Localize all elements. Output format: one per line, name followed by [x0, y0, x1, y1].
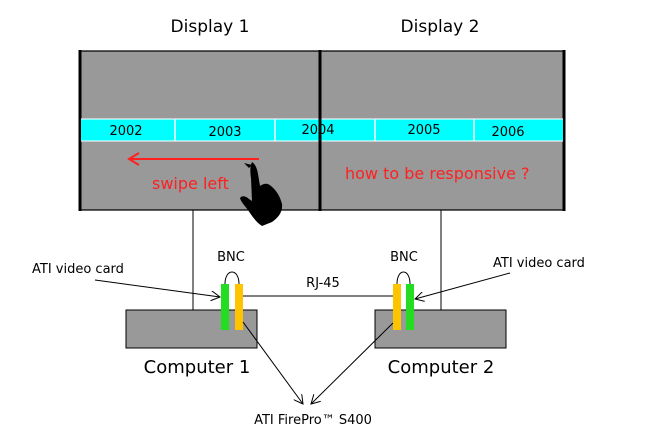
computer-1-video-card — [221, 284, 229, 330]
firepro-label: ATI FirePro™ S400 — [254, 413, 372, 428]
computer-1-firepro-card — [235, 284, 243, 330]
video-card-pointer-right — [415, 272, 511, 299]
computer-1-bnc-loop — [224, 271, 240, 285]
timeline-background — [81, 119, 563, 141]
firepro-pointer-left — [242, 321, 303, 404]
hand-pointer-icon — [240, 162, 283, 226]
responsive-question: how to be responsive ? — [345, 164, 530, 183]
swipe-left-label: swipe left — [152, 174, 229, 193]
rj45-label: RJ-45 — [306, 276, 340, 291]
timeline-year[interactable]: 2003 — [208, 125, 241, 140]
timeline-year[interactable]: 2004 — [301, 123, 334, 138]
firepro-pointer-right — [311, 322, 394, 404]
timeline-strip[interactable]: 2002 2003 2004 2005 2006 — [81, 118, 563, 142]
video-card-label-left: ATI video card — [32, 262, 124, 277]
video-card-label-right: ATI video card — [493, 256, 585, 271]
timeline-year[interactable]: 2006 — [491, 125, 524, 140]
display-2-title: Display 2 — [401, 17, 480, 37]
timeline-year[interactable]: 2002 — [109, 124, 142, 139]
display-1-title: Display 1 — [171, 17, 250, 37]
bnc-label-left: BNC — [217, 250, 245, 265]
computer-2-label: Computer 2 — [388, 357, 495, 378]
computer-2-bnc-loop — [396, 271, 411, 285]
video-card-pointer-left — [94, 279, 220, 297]
swipe-arrow-head — [127, 152, 140, 166]
computer-2-video-card — [406, 284, 414, 330]
computer-2-firepro-card — [393, 284, 401, 330]
bnc-label-right: BNC — [390, 250, 418, 265]
timeline-year[interactable]: 2005 — [407, 123, 440, 138]
computer-1-label: Computer 1 — [144, 357, 251, 378]
swipe-left-arrow — [127, 152, 259, 166]
